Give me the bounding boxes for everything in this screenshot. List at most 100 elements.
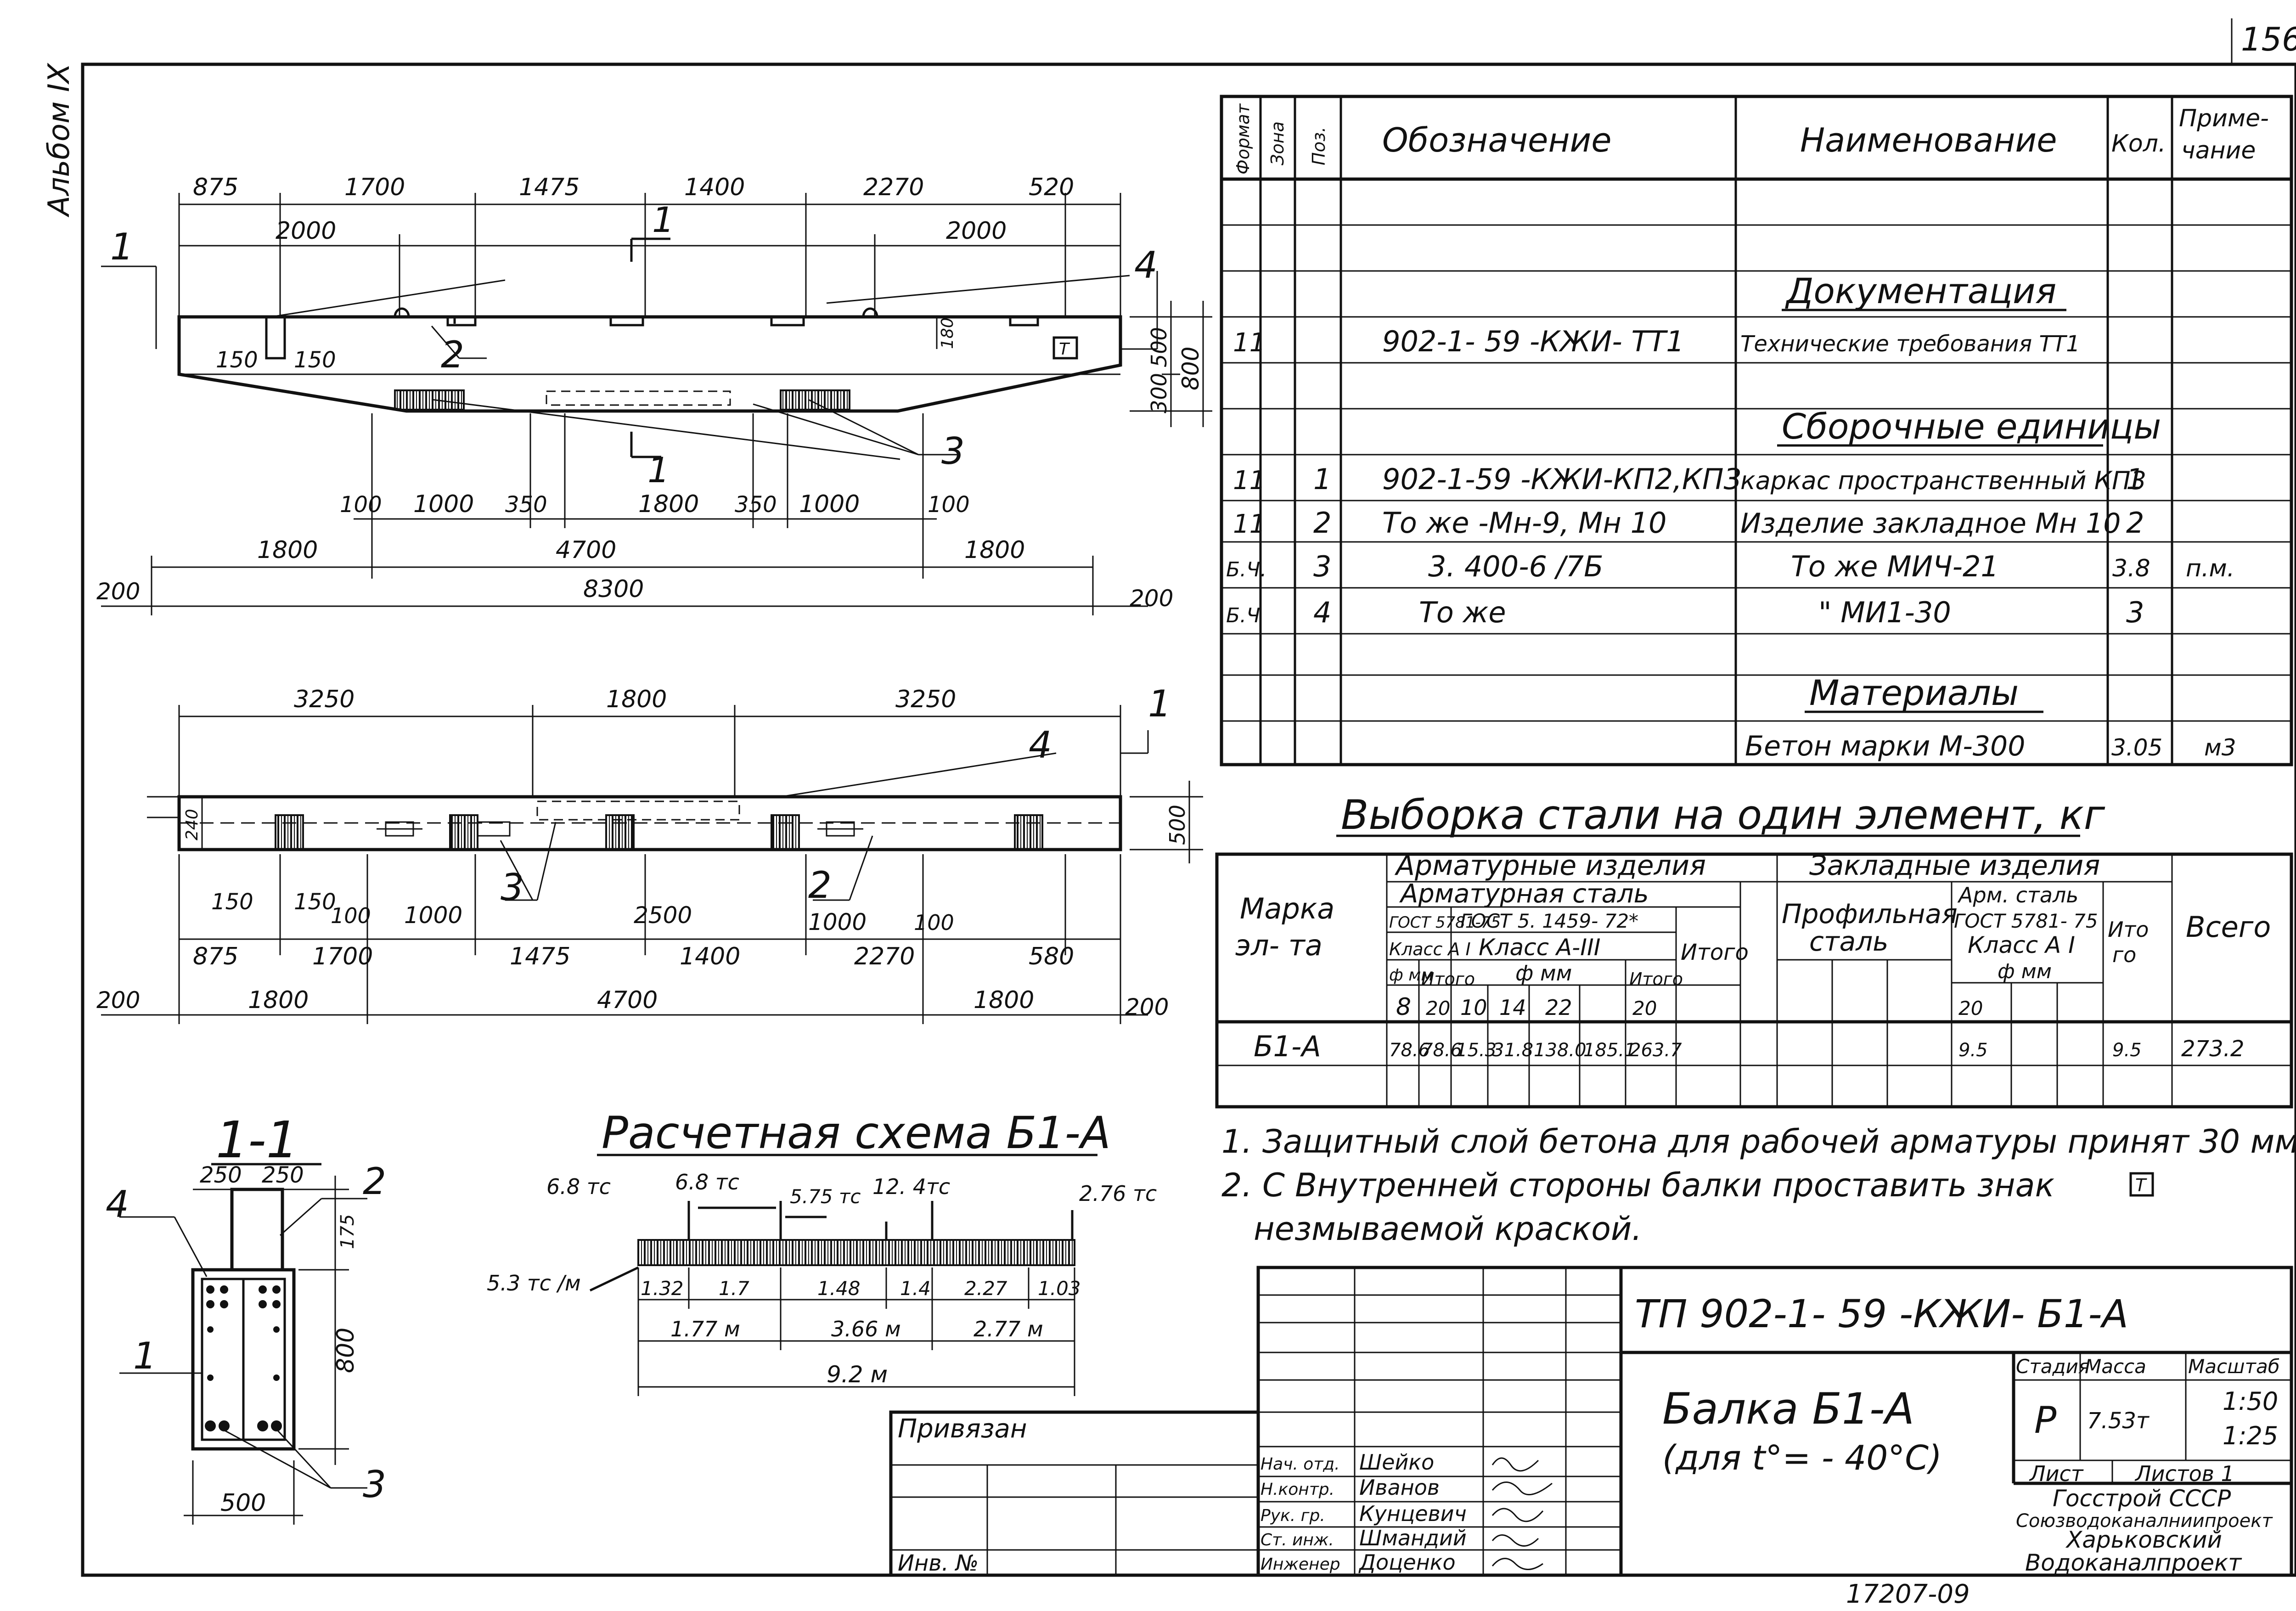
- plan-d1-150a: 150: [211, 889, 253, 915]
- elev-bdim-100b: 100: [928, 492, 970, 518]
- row1-name: Технические требования ТТ1: [1740, 331, 2080, 357]
- section-cut-label-bottom: 1: [647, 450, 670, 490]
- tb-org4: Водоканалпроект: [2025, 1549, 2242, 1576]
- tb-org3: Харьковский: [2065, 1527, 2222, 1553]
- elev-dim-1400: 1400: [684, 174, 745, 201]
- tb-sheet-h: Лист: [2029, 1461, 2084, 1486]
- plan-end-200a: 200: [96, 987, 140, 1014]
- elev-dim-2270: 2270: [863, 174, 924, 201]
- plan-d1-1000b: 1000: [808, 909, 867, 935]
- calc-load-5: 2.76 тс: [1079, 1181, 1157, 1206]
- calc-span-277: 2.77 м: [974, 1317, 1043, 1341]
- elev-label-4: 4: [1134, 244, 1158, 287]
- steel-table-title: Выборка стали на один элемент, кг: [1341, 791, 2105, 839]
- stirrup-group-1: [394, 389, 465, 411]
- row6-qty: 3.05: [2111, 734, 2162, 761]
- section-cut-label-top: 1: [652, 199, 674, 240]
- row-it2: 185.1: [1583, 1040, 1636, 1061]
- row2-qty: 1: [2126, 462, 2144, 496]
- elev-dim-520: 520: [1029, 174, 1074, 201]
- sec-label-1: 1: [133, 1335, 157, 1377]
- h-class-a1: Класс А I: [1389, 939, 1471, 959]
- sec-side-800: 800: [332, 1328, 360, 1373]
- tb-mass-h: Масса: [2085, 1355, 2146, 1378]
- row4-qty: 3.8: [2112, 555, 2150, 582]
- elev-label-1: 1: [110, 225, 134, 268]
- calc-load-3: 5.75 тс: [790, 1185, 861, 1208]
- plan-side-500: 500: [1165, 805, 1190, 845]
- row3-name: Изделие закладное Мн 10: [1740, 507, 2121, 540]
- role-1: Нач. отд.: [1261, 1455, 1340, 1474]
- calc-span-103: 1.03: [1038, 1277, 1081, 1300]
- role-3: Рук. гр.: [1261, 1506, 1325, 1525]
- row-mark: Б1-А: [1254, 1030, 1321, 1063]
- row5-pos: 4: [1313, 596, 1331, 629]
- elev-dim-875: 875: [193, 174, 238, 201]
- header-zone: Зона: [1267, 121, 1288, 165]
- row4-format: Б.Ч.: [1226, 558, 1266, 581]
- h-class-a3: Класс А-III: [1479, 934, 1600, 961]
- header-note-2: чание: [2181, 137, 2256, 164]
- h-itogo1: Итого: [1421, 969, 1475, 989]
- role-5: Инженер: [1261, 1555, 1340, 1574]
- calc-span-17: 1.7: [719, 1277, 749, 1300]
- elev-dim-1700: 1700: [344, 174, 405, 201]
- calc-beam: [637, 1239, 1075, 1266]
- calc-span-366: 3.66 м: [831, 1317, 901, 1341]
- tb-scale1: 1:50: [2223, 1387, 2278, 1416]
- row-v22: 138.0: [1534, 1040, 1587, 1061]
- plan-d1-100a: 100: [331, 903, 371, 928]
- section-title: 1-1: [216, 1110, 298, 1169]
- elev-dim-2000b: 2000: [946, 217, 1007, 245]
- row4-pos: 3: [1313, 550, 1331, 583]
- row-v10: 15.3: [1456, 1040, 1497, 1061]
- h-gost2: ГОСТ 5. 1459- 72*: [1460, 910, 1638, 932]
- h-mark-2: эл- та: [1235, 929, 1322, 962]
- elev-dim-150b: 150: [294, 347, 336, 373]
- plan-label-2: 2: [808, 864, 832, 907]
- row5-designation: То же: [1419, 596, 1506, 629]
- calc-span-177: 1.77 м: [670, 1317, 740, 1341]
- person-1: Шейко: [1359, 1450, 1434, 1475]
- calculation-scheme: Расчетная схема Б1-А 6.8 тс 6.8 тс 5.75 …: [487, 1107, 1157, 1396]
- elev-b2-1800a: 1800: [257, 536, 318, 564]
- tb-scale2: 1:25: [2223, 1421, 2278, 1450]
- elev-bdim-1800: 1800: [638, 490, 699, 518]
- header-note: Приме-: [2179, 105, 2269, 132]
- album-label: Альбом IX: [42, 62, 76, 218]
- calc-distributed: 5.3 тс /м: [487, 1271, 581, 1296]
- elev-side-500: 500: [1147, 327, 1171, 367]
- h-embed: Закладные изделия: [1809, 850, 2100, 882]
- tb-sheets-h: Листов 1: [2134, 1461, 2234, 1486]
- plan-d1-1000a: 1000: [404, 902, 462, 929]
- plan-d3-1800b: 1800: [974, 986, 1034, 1014]
- calc-span-227: 2.27: [964, 1277, 1007, 1300]
- tb-org2: Союзводоканалниипроект: [2016, 1510, 2273, 1532]
- plan-side-240: 240: [183, 809, 202, 840]
- row4-designation: 3. 400-6 /7Б: [1428, 550, 1604, 583]
- h-dia3: ф мм: [1998, 960, 2052, 983]
- tb-code: ТП 902-1- 59 -КЖИ- Б1-А: [1635, 1291, 2128, 1336]
- row3-designation: То же -Мн-9, Мн 10: [1382, 506, 1667, 540]
- row3-qty: 2: [2126, 506, 2144, 540]
- tb-name: Балка Б1-А: [1662, 1384, 1914, 1434]
- elev-end-200a: 200: [96, 578, 140, 605]
- plan-d3-4700: 4700: [597, 986, 658, 1014]
- elev-b2-1800b: 1800: [964, 536, 1025, 564]
- h-arm-steel: Арматурная сталь: [1399, 879, 1649, 909]
- row6-note: м3: [2204, 734, 2236, 761]
- sheet-number: 156: [2241, 21, 2296, 58]
- plan-d1-100b: 100: [914, 910, 954, 935]
- tb-org1: Госстрой СССР: [2053, 1485, 2231, 1512]
- elev-tag-letter: Т: [1059, 340, 1070, 359]
- plan-d2-2270: 2270: [854, 943, 915, 970]
- plan-d3-1800a: 1800: [248, 986, 309, 1014]
- row4-name: То же МИЧ-21: [1791, 550, 1999, 583]
- h-arm-items: Арматурные изделия: [1394, 850, 1706, 882]
- section-body: [191, 1268, 296, 1451]
- calc-span-148: 1.48: [817, 1277, 861, 1300]
- h-dia2: ф мм: [1515, 961, 1572, 986]
- elev-side-800: 800: [1177, 347, 1204, 390]
- header-format: Формат: [1233, 103, 1253, 175]
